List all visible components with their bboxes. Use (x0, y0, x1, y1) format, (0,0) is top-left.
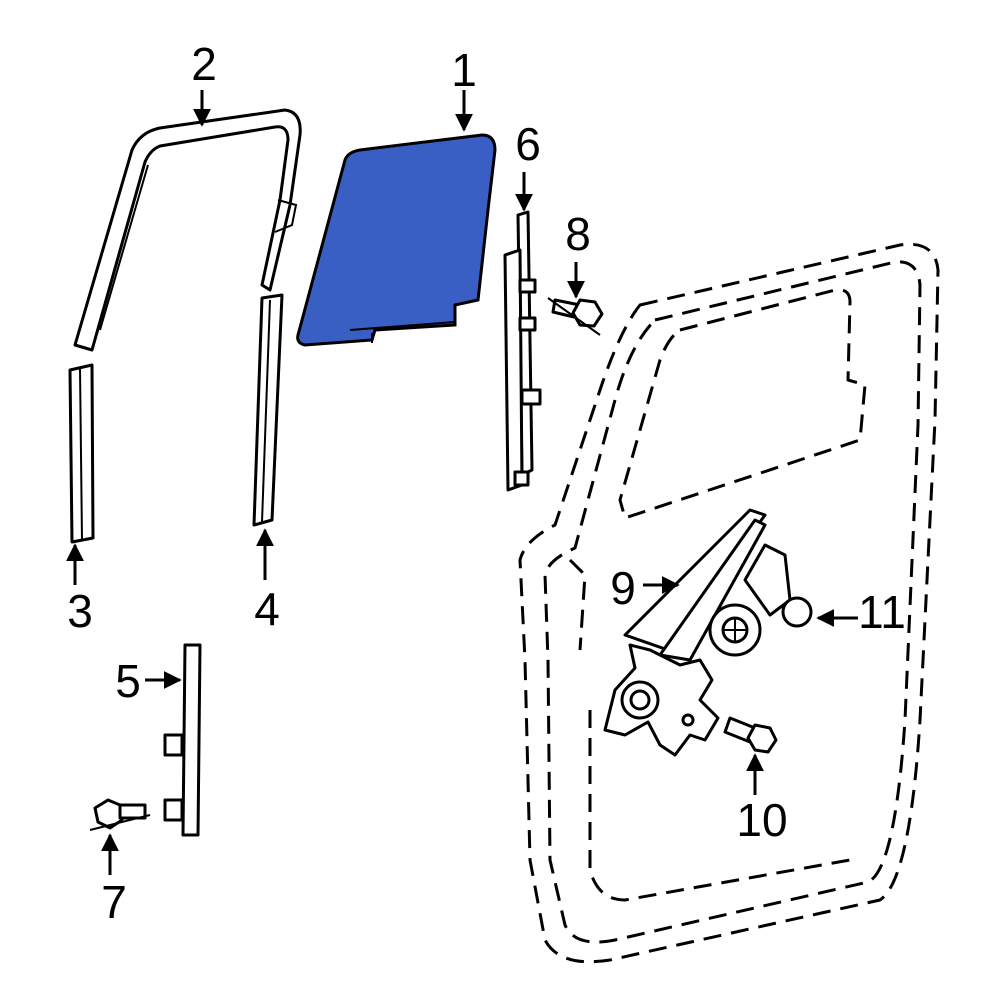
part-3-channel-strip[interactable] (68, 363, 95, 544)
callout-2: 2 (191, 38, 217, 90)
callout-1: 1 (451, 44, 477, 96)
callout-labels: 1 2 3 4 5 6 7 8 9 10 11 (67, 38, 906, 928)
part-7-bolt[interactable] (89, 798, 151, 831)
callout-5: 5 (115, 655, 141, 707)
part-5-glass-guide[interactable] (163, 643, 202, 837)
part-11-regulator-motor[interactable] (708, 543, 813, 657)
part-1-door-glass[interactable] (296, 133, 497, 347)
callout-8: 8 (565, 208, 591, 260)
door-outline (518, 242, 940, 964)
callout-3: 3 (67, 585, 93, 637)
callout-11: 11 (858, 586, 906, 638)
callout-10: 10 (736, 794, 787, 846)
callout-9: 9 (610, 562, 636, 614)
callout-7: 7 (101, 876, 127, 928)
part-2-glass-run-channel[interactable] (73, 108, 302, 352)
callout-6: 6 (515, 118, 541, 170)
part-4-channel-strip[interactable] (252, 293, 284, 527)
part-9-window-regulator[interactable] (603, 508, 767, 757)
callout-4: 4 (254, 583, 280, 635)
leader-lines (66, 90, 858, 875)
part-6-glass-guide[interactable] (503, 210, 542, 492)
part-8-bolt[interactable] (547, 297, 604, 336)
part-10-bolt[interactable] (723, 716, 778, 754)
